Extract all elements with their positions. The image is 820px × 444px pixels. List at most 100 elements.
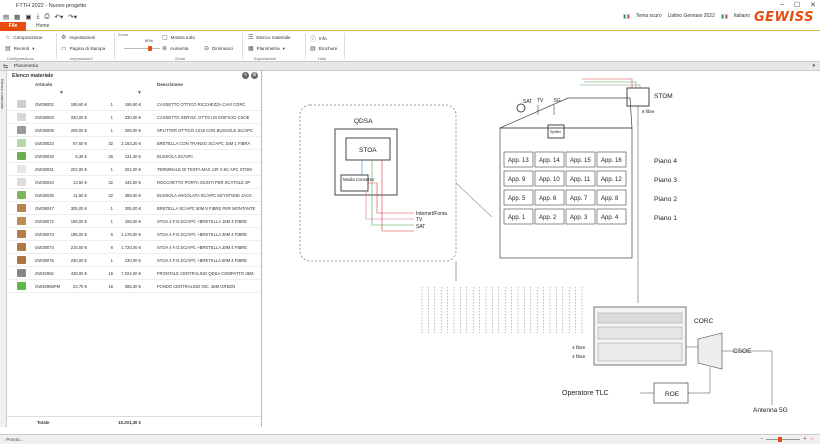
side-tab[interactable]: Elenco materiale xyxy=(0,71,7,427)
planimetria-button[interactable]: ▦ Planimetria ▾ xyxy=(248,45,285,53)
apartment-box[interactable] xyxy=(503,170,534,187)
aumenta-button[interactable]: ⊕ Aumenta xyxy=(162,46,189,52)
status-zoom-track[interactable] xyxy=(766,436,801,442)
product-thumbnail xyxy=(17,230,26,238)
elenco-materiale-button[interactable]: ☰ Elenco materiale xyxy=(248,35,291,41)
apartment-box[interactable] xyxy=(534,170,565,187)
pin-icon[interactable]: ⇆ xyxy=(3,64,9,70)
tab-file[interactable]: File xyxy=(0,22,26,31)
window-title: FTTH 2022 - Nuovo progetto xyxy=(16,3,87,9)
apartment-box[interactable] xyxy=(565,189,596,206)
apartment-box[interactable] xyxy=(534,208,565,225)
save-icon[interactable]: ▣ xyxy=(25,14,32,21)
export-icon[interactable]: ⤓ xyxy=(36,13,40,20)
zoom-in-icon[interactable]: + xyxy=(803,436,807,442)
settings-icon[interactable]: ⚙ xyxy=(251,72,258,79)
minimize-icon[interactable]: – xyxy=(779,1,784,8)
filter-icon[interactable]: ▼ xyxy=(137,90,142,96)
theme-toggle[interactable]: Tema scuro xyxy=(635,13,662,19)
stom-label: STOM xyxy=(654,93,673,100)
col-descrizione[interactable]: Descrizione xyxy=(157,82,183,87)
tab-home[interactable]: Home xyxy=(36,23,50,29)
listino-select[interactable]: Listino Gennaio 2022 xyxy=(667,13,715,19)
gear-icon: ⚙ xyxy=(61,35,67,41)
plan-canvas[interactable]: QDSA STOA Media Converter Internet/Fonia… xyxy=(262,71,820,427)
apartment-box[interactable] xyxy=(596,170,627,187)
row-desc: FONDO CENTRALINO INC. 36M GREEN xyxy=(157,284,236,289)
apartment-box[interactable] xyxy=(596,189,627,206)
language-select[interactable]: Italiano xyxy=(733,13,750,19)
status-bar: Pronto... − + ☼ xyxy=(0,434,820,444)
open-icon[interactable]: ▦ xyxy=(14,14,21,21)
maximize-icon[interactable]: ☐ xyxy=(793,2,801,9)
diminuisci-button[interactable]: ⊖ Diminuisci xyxy=(204,46,233,52)
zoom-out-icon[interactable]: − xyxy=(760,436,764,442)
redo-icon[interactable]: ↷▾ xyxy=(68,14,77,21)
apartment-box[interactable] xyxy=(503,151,534,168)
apartment-box[interactable] xyxy=(565,208,596,225)
group-zoom: Zoom xyxy=(175,56,186,61)
sat-top-label: SAT xyxy=(523,99,532,105)
row-total: 1.720,00 € xyxy=(121,245,141,250)
impostazioni-button[interactable]: ⚙ Impostazioni xyxy=(61,35,96,41)
mostra-tutto-button[interactable]: ▢ Mostra tutto xyxy=(162,35,195,41)
row-price: 196,00 € xyxy=(70,232,87,237)
apartment-box[interactable] xyxy=(534,151,565,168)
corc-label: CORC xyxy=(694,318,713,325)
pagina-stampa-button[interactable]: ▭ Pagina di stampa xyxy=(61,46,106,52)
sun-icon[interactable]: ☼ xyxy=(809,436,814,442)
row-price: 11,50 € xyxy=(73,193,87,198)
apartment-box[interactable] xyxy=(565,170,596,187)
apartment-box[interactable] xyxy=(534,189,565,206)
apartment-box[interactable] xyxy=(503,189,534,206)
col-articolo[interactable]: Articolo xyxy=(35,82,53,87)
new-file-icon[interactable]: ▤ xyxy=(3,14,10,21)
filter-icon[interactable]: ▼ xyxy=(59,90,64,96)
add-icon[interactable]: + xyxy=(242,72,249,79)
product-thumbnail xyxy=(17,139,26,147)
row-total: 230,00 € xyxy=(124,258,141,263)
composizione-button[interactable]: ☆ Composizione xyxy=(5,35,43,41)
apartment-label: App. 16 xyxy=(601,158,622,164)
apartment-label: App. 1 xyxy=(508,215,526,221)
chevron-down-icon[interactable]: ▾ xyxy=(812,63,815,69)
recenti-button[interactable]: ▤ Recenti ▾ xyxy=(5,45,35,53)
apartment-box[interactable] xyxy=(503,208,534,225)
row-code: GW38002 xyxy=(35,102,54,107)
apartment-label: App. 14 xyxy=(539,158,560,164)
brochure-button[interactable]: ▤ Brochure xyxy=(310,46,338,52)
apartment-box[interactable] xyxy=(596,151,627,168)
brochure-icon: ▤ xyxy=(310,46,316,52)
row-code: GW38009 xyxy=(35,128,54,133)
roe-label: ROE xyxy=(665,391,680,398)
undo-icon[interactable]: ↶▾ xyxy=(54,14,64,21)
zoom-slider-track[interactable] xyxy=(124,48,160,49)
separator xyxy=(56,33,57,59)
plan-diagram[interactable]: QDSA STOA Media Converter Internet/Fonia… xyxy=(262,71,820,427)
row-qty: 1 xyxy=(110,128,113,133)
close-icon[interactable]: ✕ xyxy=(810,2,816,9)
status-zoom-knob[interactable] xyxy=(778,436,783,442)
zoom-slider-knob[interactable] xyxy=(148,46,152,51)
print-icon[interactable]: ⎙ xyxy=(44,13,50,20)
apartment-box[interactable] xyxy=(565,151,596,168)
info-button[interactable]: ⓘ Info xyxy=(310,36,327,43)
apartment-box[interactable] xyxy=(596,208,627,225)
